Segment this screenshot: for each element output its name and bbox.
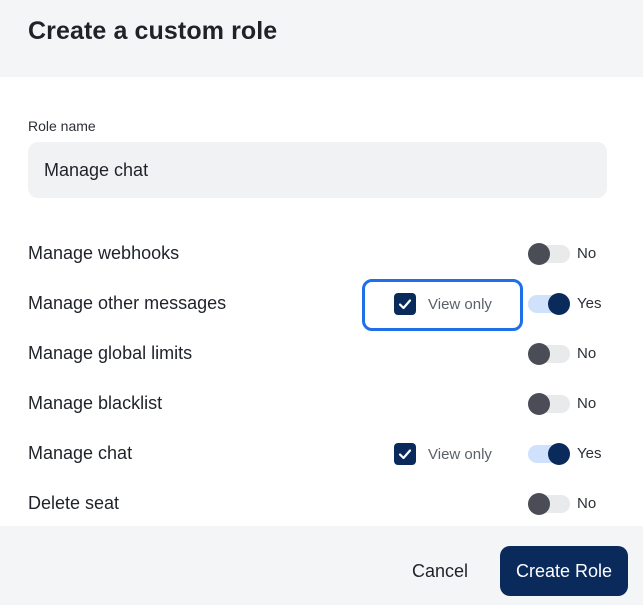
role-name-label: Role name xyxy=(28,118,96,134)
permission-label: Delete seat xyxy=(28,493,120,513)
check-icon xyxy=(398,299,412,310)
toggle-knob xyxy=(548,293,570,315)
permission-toggle[interactable] xyxy=(528,493,570,515)
permission-row-manage-webhooks: Manage webhooks No xyxy=(0,234,643,274)
permission-toggle[interactable] xyxy=(528,343,570,365)
permission-toggle[interactable] xyxy=(528,393,570,415)
permission-row-manage-global-limits: Manage global limits No xyxy=(0,334,643,374)
view-only-checkbox-group[interactable]: View only xyxy=(394,443,492,465)
role-name-input[interactable] xyxy=(28,142,607,198)
permission-row-delete-seat: Delete seat No xyxy=(0,484,643,524)
toggle-knob xyxy=(548,443,570,465)
toggle-knob xyxy=(528,343,550,365)
permission-toggle[interactable] xyxy=(528,243,570,265)
toggle-knob xyxy=(528,393,550,415)
permission-row-manage-chat: Manage chat View only Yes xyxy=(0,434,643,474)
permission-label: Manage blacklist xyxy=(28,393,163,413)
dialog-header: Create a custom role xyxy=(0,0,643,77)
view-only-checkbox-group[interactable]: View only xyxy=(394,293,492,315)
cancel-button[interactable]: Cancel xyxy=(396,546,484,596)
toggle-state-label: No xyxy=(577,395,597,412)
toggle-knob xyxy=(528,243,550,265)
permission-label: Manage global limits xyxy=(28,343,193,363)
view-only-checkbox[interactable] xyxy=(394,443,416,465)
permission-label: Manage other messages xyxy=(28,293,227,313)
permission-row-manage-other-messages: Manage other messages View only Yes xyxy=(0,279,643,331)
permission-label: Manage chat xyxy=(28,443,133,463)
toggle-state-label: No xyxy=(577,245,597,262)
toggle-state-label: No xyxy=(577,495,597,512)
check-icon xyxy=(398,449,412,460)
dialog-title: Create a custom role xyxy=(28,17,278,45)
view-only-label: View only xyxy=(428,445,492,463)
create-role-button[interactable]: Create Role xyxy=(500,546,628,596)
permission-toggle[interactable] xyxy=(528,293,570,315)
view-only-label: View only xyxy=(428,295,492,313)
view-only-checkbox[interactable] xyxy=(394,293,416,315)
permission-label: Manage webhooks xyxy=(28,243,180,263)
toggle-knob xyxy=(528,493,550,515)
permission-row-manage-blacklist: Manage blacklist No xyxy=(0,384,643,424)
permission-toggle[interactable] xyxy=(528,443,570,465)
toggle-state-label: Yes xyxy=(577,295,602,312)
toggle-state-label: No xyxy=(577,345,597,362)
toggle-state-label: Yes xyxy=(577,445,602,462)
